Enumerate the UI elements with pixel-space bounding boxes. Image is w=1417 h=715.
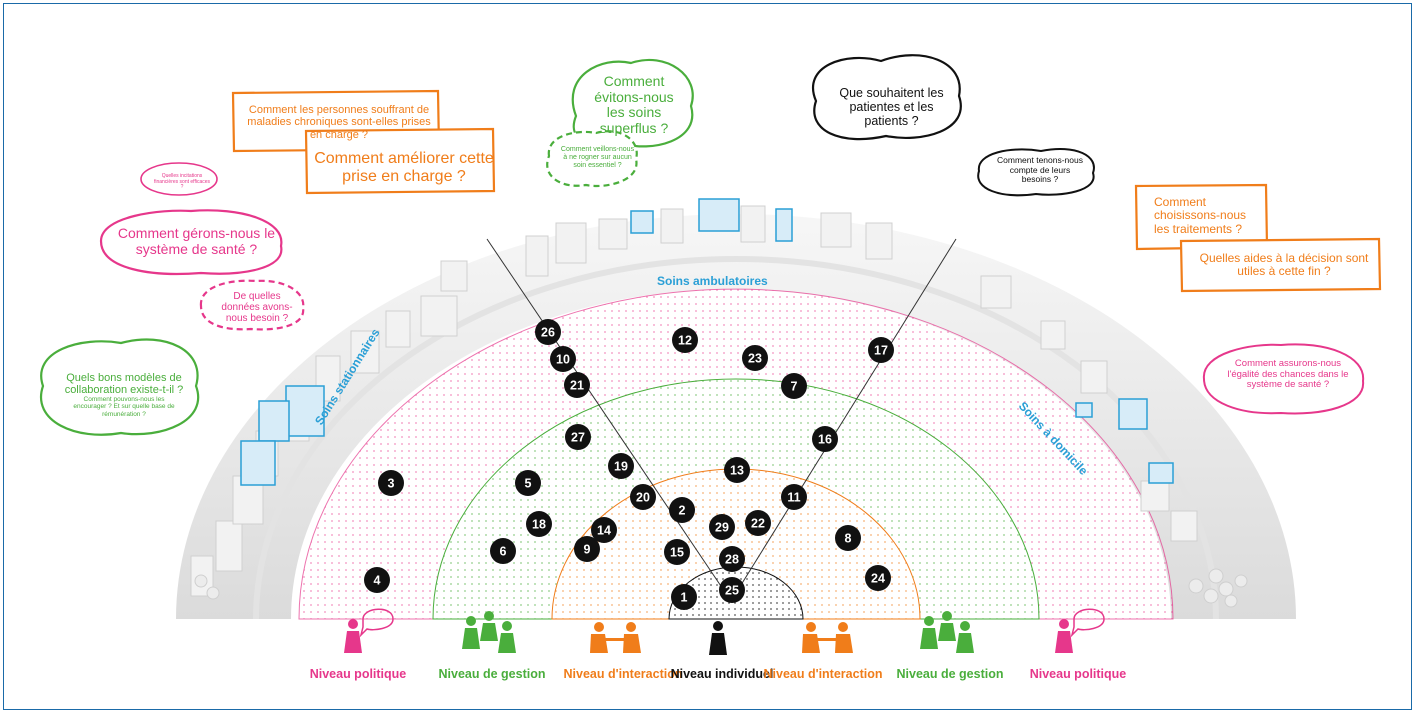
marker-26-circle: [535, 319, 561, 345]
marker-23-label: 23: [748, 352, 762, 366]
marker-29-circle: [709, 514, 735, 540]
marker-21-circle: [564, 372, 590, 398]
marker-29-label: 29: [715, 521, 729, 535]
cloud-wish: [812, 54, 962, 141]
marker-10-circle: [550, 346, 576, 372]
level-political-left: Niveau politique: [309, 667, 407, 681]
level-individual: Niveau individuel: [670, 667, 774, 681]
marker-20-circle: [630, 484, 656, 510]
marker-12-circle: [672, 327, 698, 353]
question-equality: Comment assurons-nous l'égalité des chan…: [1227, 358, 1349, 391]
question-aids: Quelles aides à la décision sont utiles …: [1199, 251, 1369, 279]
sector-label-ambulatory: Soins ambulatoires: [657, 274, 768, 288]
question-encourage: Comment pouvons-nous les encourager ? Et…: [73, 396, 175, 418]
cloud-essential: [546, 130, 638, 187]
question-chronic: Comment les personnes souffrant de malad…: [247, 104, 431, 141]
marker-8-circle: [835, 525, 861, 551]
question-data: De quelles données avons-nous besoin ?: [221, 291, 293, 325]
numbered-markers: 1234567891011121314151617181920212223242…: [364, 319, 894, 610]
road-line: [253, 256, 1219, 620]
marker-23-circle: [742, 345, 768, 371]
marker-9-label: 9: [584, 543, 591, 557]
marker-9-circle: [574, 536, 600, 562]
marker-5-label: 5: [525, 477, 532, 491]
cloud-models: [40, 338, 200, 436]
marker-24-circle: [865, 565, 891, 591]
marker-19-circle: [608, 453, 634, 479]
marker-16-circle: [812, 426, 838, 452]
sector-line-right: [730, 238, 957, 602]
question-essential: Comment veillons-nous à ne rogner sur au…: [560, 146, 635, 169]
marker-17-label: 17: [874, 344, 888, 358]
marker-27-circle: [565, 424, 591, 450]
bubble-equality: [1202, 343, 1365, 415]
marker-28-label: 28: [725, 553, 739, 567]
level-political-right: Niveau politique: [1029, 667, 1127, 681]
marker-28-circle: [719, 546, 745, 572]
marker-22-label: 22: [751, 517, 765, 531]
marker-11-circle: [781, 484, 807, 510]
marker-12-label: 12: [678, 334, 692, 348]
marker-10-label: 10: [556, 353, 570, 367]
marker-1-label: 1: [681, 591, 688, 605]
marker-14-label: 14: [597, 524, 611, 538]
question-needs: Comment tenons-nous compte de leurs beso…: [997, 155, 1083, 185]
box-improve: [304, 127, 496, 195]
marker-7-circle: [781, 373, 807, 399]
marker-25-circle: [719, 577, 745, 603]
marker-24-label: 24: [871, 572, 885, 586]
marker-25-label: 25: [725, 584, 739, 598]
marker-13-label: 13: [730, 464, 744, 478]
bubble-data: [199, 279, 305, 331]
question-choose: Comment choisissons-nous les traitements…: [1154, 195, 1247, 236]
marker-26-label: 26: [541, 326, 555, 340]
marker-18-label: 18: [532, 518, 546, 532]
level-management-left: Niveau de gestion: [438, 667, 546, 681]
marker-18-circle: [526, 511, 552, 537]
marker-17-circle: [868, 337, 894, 363]
question-avoid: Comment évitons-nous les soins superflus…: [594, 73, 674, 137]
question-wish: Que souhaitent les patientes et les pati…: [839, 86, 944, 128]
marker-1-circle: [671, 584, 697, 610]
marker-22-circle: [745, 510, 771, 536]
marker-3-circle: [378, 470, 404, 496]
marker-3-label: 3: [388, 477, 395, 491]
marker-2-circle: [669, 497, 695, 523]
marker-8-label: 8: [845, 532, 852, 546]
question-incentives: Quelles incitations financières sont eff…: [153, 173, 211, 191]
marker-27-label: 27: [571, 431, 585, 445]
marker-15-circle: [664, 539, 690, 565]
bubble-manage: [99, 209, 283, 276]
marker-6-label: 6: [500, 545, 507, 559]
marker-4-label: 4: [374, 574, 381, 588]
marker-15-label: 15: [670, 546, 684, 560]
question-manage: Comment gérons-nous le système de santé …: [117, 225, 276, 257]
bubble-incentives: [140, 162, 218, 196]
marker-16-label: 16: [818, 433, 832, 447]
marker-2-label: 2: [679, 504, 686, 518]
marker-21-label: 21: [570, 379, 584, 393]
marker-13-circle: [724, 457, 750, 483]
marker-19-label: 19: [614, 460, 628, 474]
level-interaction-right: Niveau d'interaction: [763, 667, 883, 681]
marker-5-circle: [515, 470, 541, 496]
sector-line-left: [486, 238, 732, 602]
person-icons: [344, 608, 1105, 655]
question-improve: Comment améliorer cette prise en charge …: [314, 150, 494, 185]
cloud-needs: [977, 147, 1095, 197]
blue-buildings: [240, 198, 1174, 486]
marker-14-circle: [591, 517, 617, 543]
marker-11-label: 11: [787, 491, 800, 505]
level-interaction-left: Niveau d'interaction: [563, 667, 683, 681]
marker-20-label: 20: [636, 491, 650, 505]
marker-6-circle: [490, 538, 516, 564]
level-management-right: Niveau de gestion: [896, 667, 1004, 681]
box-aids: [1179, 237, 1382, 293]
question-models: Quels bons modèles de collaboration exis…: [64, 372, 184, 397]
trees: [194, 568, 1248, 608]
marker-4-circle: [364, 567, 390, 593]
marker-7-label: 7: [791, 380, 798, 394]
care-levels-diagram: 1234567891011121314151617181920212223242…: [40, 54, 1382, 655]
